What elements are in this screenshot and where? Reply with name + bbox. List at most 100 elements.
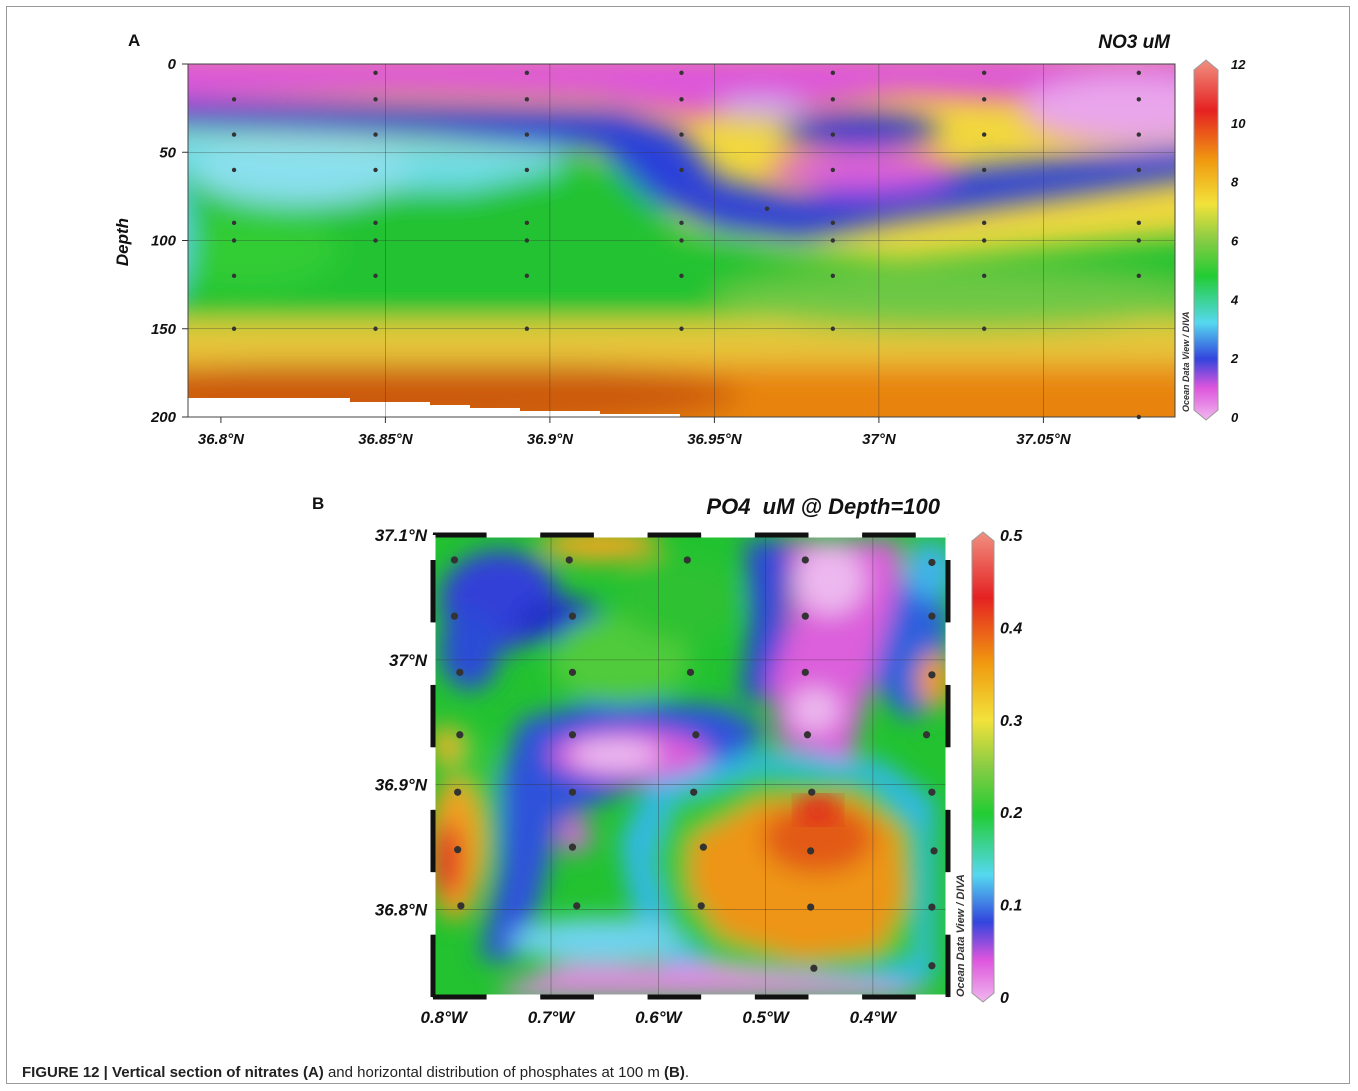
panel-a-station-dot — [231, 220, 237, 226]
panel-a-y-tick-label: 50 — [159, 144, 176, 161]
panel-a-station-dot — [1136, 97, 1142, 102]
panel-a-station-dot — [679, 238, 684, 243]
panel-a-station-dot — [1136, 132, 1142, 137]
panel-a-station-dot — [231, 167, 237, 173]
panel-b-colorbar-credit: Ocean Data View / DIVA — [955, 874, 967, 997]
panel-b-colorbar-tick: 0.2 — [1000, 805, 1022, 822]
panel-b-station-dot — [699, 843, 707, 851]
panel-b-x-tick-label: 0.6°W — [635, 1008, 683, 1027]
panel-a-station-dot — [524, 220, 530, 226]
panel-a-colorbar-tick: 12 — [1231, 57, 1246, 72]
panel-b-colorbar-tick: 0.3 — [1000, 713, 1022, 730]
panel-b-station-dot — [928, 962, 936, 970]
panel-a-station-dot — [524, 132, 530, 137]
panel-b-station-dot — [807, 847, 815, 855]
panel-a-colorbar-tick: 4 — [1230, 292, 1239, 307]
panel-a-station-dot — [764, 206, 770, 211]
panel-b-station-dot — [801, 556, 809, 564]
panel-b-station-dot — [922, 731, 931, 739]
panel-b-colorbar-tick: 0 — [1000, 990, 1009, 1007]
panel-a-station-dot — [231, 238, 237, 243]
panel-b-x-tick-label: 0.5°W — [742, 1008, 790, 1027]
panel-a-station-dot — [524, 238, 530, 243]
panel-b-station-dot — [810, 964, 818, 972]
panel-a-station-dot — [981, 132, 987, 137]
panel-b-station-dot — [930, 847, 938, 855]
panel-a-label: A — [128, 31, 140, 50]
panel-b-station-dot — [454, 846, 462, 854]
panel-b-station-dot — [801, 612, 809, 620]
caption-ref-a: (A) — [302, 1064, 324, 1081]
panel-a-station-dot — [373, 220, 378, 226]
panel-a-station-dot — [679, 97, 684, 102]
panel-a-y-tick-label: 200 — [150, 409, 177, 426]
panel-a-colorbar-tick: 8 — [1231, 175, 1239, 190]
panel-b-station-dot — [456, 731, 464, 739]
panel-b-station-dot — [568, 668, 577, 676]
panel-b-station-dot — [568, 731, 577, 739]
panel-a-station-dot — [830, 132, 836, 137]
panel-b-grid — [433, 535, 948, 997]
panel-a-station-dot — [1136, 167, 1142, 173]
panel-a-x-tick-label: 37.05°N — [1016, 431, 1072, 448]
panel-a-station-dot — [830, 220, 836, 226]
panel-b-station-dot — [697, 902, 705, 910]
panel-b-label: B — [312, 494, 324, 513]
panel-b-station-dot — [457, 902, 465, 910]
panel-b-y-tick-label: 37.1°N — [375, 526, 428, 545]
panel-b-station-dot — [808, 788, 816, 796]
panel-a-station-dot — [231, 97, 237, 102]
panel-b-station-dot — [565, 556, 573, 564]
caption-ref-b: (B) — [664, 1064, 685, 1081]
panel-a-station-dot — [981, 326, 987, 331]
panel-a-station-dot — [524, 97, 530, 102]
panel-a-station-dot — [524, 70, 530, 76]
panel-a-station-dot — [679, 220, 684, 226]
panel-b-station-dot — [454, 788, 462, 796]
panel-b-station-dot — [568, 843, 577, 851]
panel-a-station-dot — [1136, 220, 1142, 226]
caption-suffix: . — [684, 1064, 689, 1081]
panel-a-station-dot — [679, 326, 684, 331]
panel-a-station-dot — [373, 132, 378, 137]
panel-a-station-dot — [373, 238, 378, 243]
panel-a-station-dot — [1136, 70, 1142, 76]
panel-a-x-tick-label: 36.9°N — [527, 431, 574, 448]
caption-middle: and horizontal distribution of phosphate… — [323, 1064, 664, 1081]
panel-a-station-dot — [679, 273, 684, 278]
panel-b-y-tick-label: 37°N — [389, 651, 428, 670]
panel-a-colorbar-tick: 10 — [1231, 116, 1246, 131]
panel-b-station-dot — [456, 668, 464, 676]
panel-b-station-dot — [686, 668, 695, 676]
panel-a-station-dot — [830, 273, 836, 278]
panel-a-station-dot — [981, 238, 987, 243]
panel-a-station-dot — [830, 167, 836, 173]
figure-caption: FIGURE 12 | Vertical section of nitrates… — [22, 1064, 689, 1081]
panel-b-y-ticks: 37.1°N37°N36.9°N36.8°N — [375, 526, 428, 920]
panel-a-station-dot — [981, 167, 987, 173]
panel-b-field — [432, 534, 949, 998]
panel-b-station-dot — [568, 612, 577, 620]
panel-a-station-dot — [981, 97, 987, 102]
panel-b-x-tick-label: 0.4°W — [850, 1008, 898, 1027]
panel-a-station-dot — [981, 273, 987, 278]
panel-a-station-dot — [830, 97, 836, 102]
panel-a-station-dot — [830, 238, 836, 243]
panel-b-station-dot — [928, 612, 936, 620]
panel-b-station-dot — [803, 731, 812, 739]
panel-a-y-tick-label: 0 — [168, 56, 177, 73]
panel-a-station-dot — [373, 97, 378, 102]
panel-b-station-dot — [928, 558, 936, 567]
panel-b-colorbar-tick: 0.5 — [1000, 528, 1023, 545]
panel-a-station-dot — [679, 167, 684, 173]
panel-a-station-dot — [981, 70, 987, 76]
panel-a-station-dot — [524, 167, 530, 173]
panel-a-stations — [231, 70, 1142, 420]
panel-a-x-tick-label: 36.8°N — [198, 431, 245, 448]
panel-b-y-tick-label: 36.8°N — [375, 901, 428, 920]
panel-b-station-dot — [450, 612, 459, 620]
